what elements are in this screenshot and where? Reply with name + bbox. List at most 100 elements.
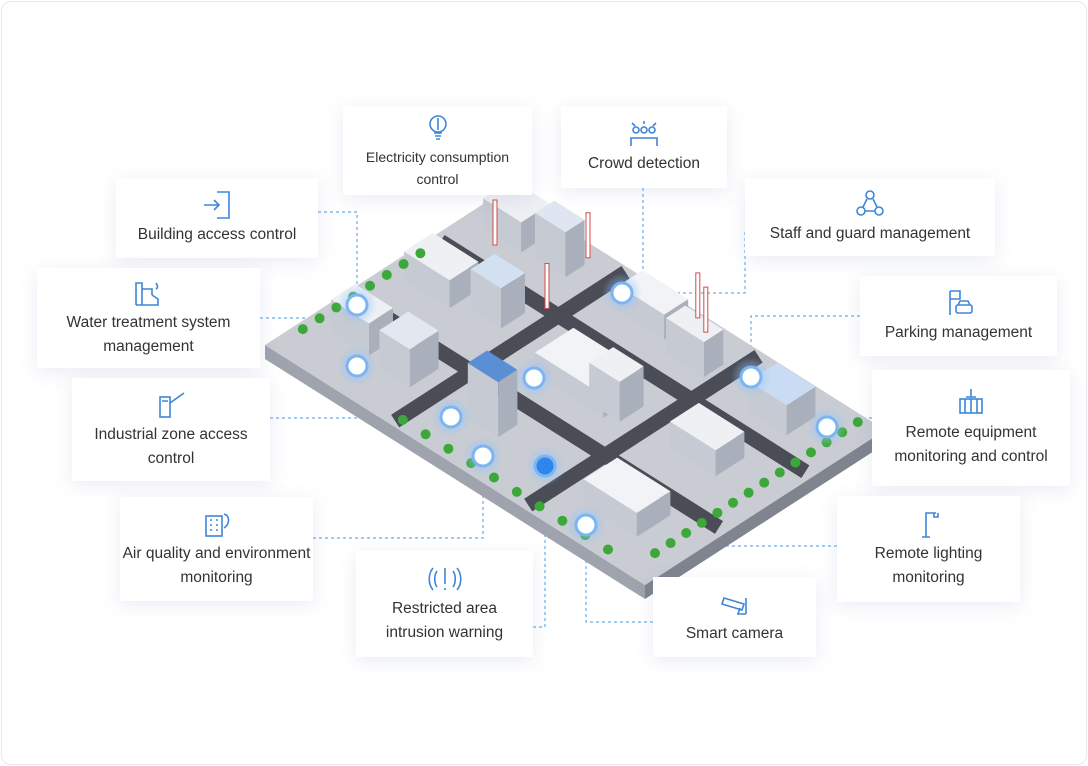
card-label: Remote equipment monitoring and control: [894, 424, 1048, 465]
building: [583, 457, 671, 513]
tree: [852, 417, 863, 428]
building: [404, 251, 450, 309]
card-electricity: Electricity consumption control: [343, 106, 532, 195]
crowd-icon: [630, 121, 658, 146]
connector-line: [533, 466, 546, 628]
card-label: Staff and guard management: [769, 225, 971, 242]
building: [589, 362, 620, 422]
tree: [759, 477, 770, 488]
connector-line: [585, 525, 653, 623]
tree: [397, 414, 408, 425]
building: [619, 366, 644, 422]
alert-signal-icon: [427, 567, 462, 591]
building: [565, 219, 585, 278]
smokestack: [585, 212, 591, 259]
water-treatment-icon: [134, 282, 159, 306]
street-lamp-icon: [921, 512, 939, 538]
tree: [381, 269, 392, 280]
sensor-node: [345, 354, 369, 378]
tree: [314, 313, 325, 324]
card-label: Smart camera: [685, 625, 784, 642]
lightbulb-gear-icon: [428, 114, 447, 140]
road: [391, 265, 630, 428]
tree: [665, 538, 676, 549]
building: [404, 232, 479, 281]
tree: [728, 497, 738, 508]
tree: [511, 486, 522, 497]
tree: [297, 324, 308, 335]
road: [524, 349, 763, 512]
building: [715, 431, 745, 477]
sensor-node: [574, 513, 598, 537]
connector-line: [318, 211, 358, 305]
sensor-node: [345, 293, 369, 317]
card-equipment: Remote equipment monitoring and control: [872, 370, 1070, 486]
card-label: Electricity consumption control: [365, 148, 510, 187]
cctv-camera-icon: [720, 597, 747, 615]
card-label: Crowd detection: [587, 155, 700, 172]
card-label: Water treatment system management: [66, 314, 231, 355]
building: [670, 421, 716, 477]
crane-container-icon: [959, 389, 983, 414]
sensor-node: [533, 454, 557, 478]
building: [470, 269, 501, 329]
card-industrial: Industrial zone access control: [72, 378, 270, 481]
tree: [603, 544, 613, 555]
sensor-node: [522, 366, 546, 390]
card-label: Building access control: [137, 226, 297, 243]
people-network-icon: [856, 190, 884, 216]
building: [498, 369, 518, 438]
connector-line: [750, 315, 860, 377]
building: [583, 479, 637, 537]
smokestack: [544, 263, 550, 309]
tree: [790, 457, 801, 468]
card-crowd: Crowd detection: [561, 106, 727, 188]
card-parking: Parking management: [860, 276, 1057, 356]
tree: [774, 467, 785, 478]
smokestack: [695, 272, 701, 319]
parking-car-icon: [948, 290, 973, 315]
card-air: Air quality and environment monitoring: [120, 497, 313, 601]
smokestack: [703, 286, 709, 333]
tree: [681, 527, 692, 538]
sensor-node: [815, 415, 839, 439]
building: [666, 305, 724, 342]
tree: [806, 447, 816, 458]
tree: [534, 501, 545, 512]
building: [501, 273, 525, 329]
building: [379, 311, 439, 350]
tree: [557, 515, 568, 526]
barrier-gate-icon: [159, 391, 185, 418]
building: [666, 318, 704, 377]
tree: [415, 248, 426, 259]
smokestack: [492, 199, 498, 246]
card-label: Restricted area intrusion warning: [385, 600, 504, 641]
sensor-node: [610, 281, 634, 305]
tree: [420, 429, 431, 440]
card-water: Water treatment system management: [37, 268, 260, 368]
building: [589, 347, 644, 382]
tree: [443, 443, 454, 454]
tree: [696, 517, 707, 528]
building-leaf-icon: [204, 513, 229, 537]
card-label: Remote lighting monitoring: [874, 545, 983, 586]
card-intrusion: Restricted area intrusion warning: [356, 551, 533, 657]
sensor-node: [739, 365, 763, 389]
sensor-node: [471, 444, 495, 468]
building: [786, 386, 816, 436]
sensor-node: [439, 405, 463, 429]
card-staff: Staff and guard management: [745, 178, 995, 256]
building: [409, 330, 439, 388]
card-label: Air quality and environment monitoring: [122, 545, 311, 586]
building: [535, 213, 566, 278]
tree: [712, 507, 723, 518]
tree: [398, 259, 409, 270]
building: [535, 200, 585, 233]
tree: [650, 548, 660, 559]
platform-side-left: [265, 345, 645, 599]
tree: [743, 487, 754, 498]
card-camera: Smart camera: [653, 577, 816, 657]
building: [636, 491, 671, 537]
card-label: Industrial zone access control: [94, 425, 248, 467]
